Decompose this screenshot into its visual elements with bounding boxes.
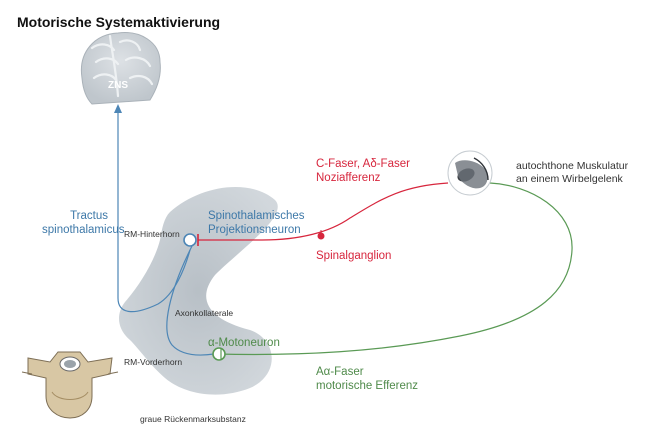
c-faser-label-line1: C-Faser, Aδ-Faser	[316, 158, 410, 172]
projektionsneuron-label: Spinothalamisches Projektionsneuron	[208, 210, 305, 238]
tractus-label-line2: spinothalamicus	[42, 224, 108, 238]
rm-vorderhorn-label: RM-Vorderhorn	[124, 357, 182, 367]
aa-faser-label-line1: Aα-Faser	[316, 366, 418, 380]
tractus-arrowhead	[114, 104, 122, 113]
aa-faser-label-line2: motorische Efferenz	[316, 380, 418, 394]
c-faser-label: C-Faser, Aδ-Faser Noziafferenz	[316, 158, 410, 186]
muscle-joint-icon	[448, 151, 492, 195]
spinalganglion-label: Spinalganglion	[316, 250, 391, 264]
graue-substanz-label: graue Rückenmarksubstanz	[140, 414, 246, 424]
projektionsneuron-node	[184, 234, 196, 246]
motoneuron-label: α-Motoneuron	[208, 337, 280, 351]
page-title: Motorische Systemaktivierung	[17, 14, 220, 31]
projektionsneuron-label-line2: Projektionsneuron	[208, 224, 305, 238]
tractus-label: Tractus spinothalamicus	[42, 210, 108, 238]
zns-label: ZNS	[108, 80, 128, 92]
vertebra-icon	[22, 352, 118, 418]
brain-icon	[81, 33, 160, 104]
muskulatur-label: autochthone Muskulatur an einem Wirbelge…	[516, 160, 628, 185]
c-faser-label-line2: Noziafferenz	[316, 172, 410, 186]
muskulatur-label-line1: autochthone Muskulatur	[516, 160, 628, 173]
muskulatur-label-line2: an einem Wirbelgelenk	[516, 173, 628, 186]
rm-hinterhorn-label: RM-Hinterhorn	[124, 229, 180, 239]
projektionsneuron-label-line1: Spinothalamisches	[208, 210, 305, 224]
aa-faser-label: Aα-Faser motorische Efferenz	[316, 366, 418, 394]
tractus-label-line1: Tractus	[42, 210, 108, 224]
spinalganglion-node	[318, 233, 325, 240]
axonkollaterale-label: Axonkollaterale	[175, 308, 233, 318]
